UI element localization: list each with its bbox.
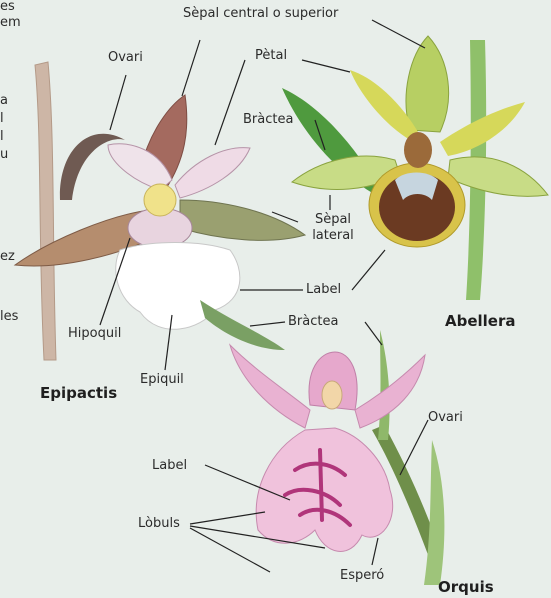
leader-sepal-central [372,20,425,48]
orquis-leaf [424,440,444,585]
leader-bractea-2b [250,322,285,326]
abellera-column [404,132,432,168]
label-bractea-orquis: Bràctea [288,314,338,330]
epipactis-stem [35,62,56,360]
label-bractea-abellera: Bràctea [243,112,293,128]
abellera-right-sepal [448,157,548,196]
label-sepal-central: Sèpal central o superior [183,6,338,22]
fragment-left-d: u [0,146,8,164]
fragment-left-f: les [0,308,18,326]
leader-ovari-1 [110,75,126,130]
fragment-left-b: l [0,110,4,128]
label-petal: Pètal [255,48,287,64]
fragment-top-left-2: em [0,14,21,32]
label-label-orquis: Label [152,458,187,474]
leader-petal-2 [215,60,245,145]
fragment-left-e: ez [0,248,15,266]
label-sepal-lateral-2: lateral [305,228,361,244]
species-title-orquis: Orquis [438,578,494,596]
leader-lobuls-3 [190,528,270,572]
label-ovari-epipactis: Ovari [108,50,143,66]
orquis-labellum [256,428,392,551]
leader-lobuls-1 [190,512,265,524]
species-title-abellera: Abellera [445,312,516,330]
label-ovari-orquis: Ovari [428,410,463,426]
label-label-abellera: Label [306,282,341,298]
orquis-right-sepal [355,355,425,428]
leader-bractea-2 [365,322,382,345]
fragment-left-c: l [0,128,4,146]
label-hipoquil: Hipoquil [68,326,121,342]
leader-label-1 [352,250,385,290]
label-lobuls: Lòbuls [138,516,180,532]
epipactis-right-sepal [180,200,305,240]
leader-petal-1 [302,60,350,72]
abellera-dorsal-sepal [406,36,449,132]
epipactis-column [144,184,176,216]
leader-espero [372,538,378,565]
orquis-column [322,381,342,409]
leader-sepal-central-2 [182,40,200,96]
epipactis-right-petal [175,148,250,198]
orquis-bract [378,330,390,440]
species-title-epipactis: Epipactis [40,384,117,402]
label-sepal-lateral-1: Sèpal [305,212,361,228]
label-espero: Esperó [340,568,384,584]
fragment-left-a: a [0,92,8,110]
orquis-left-sepal [230,345,310,428]
leader-ovari-2 [400,420,428,475]
label-epiquil: Epiquil [140,372,184,388]
